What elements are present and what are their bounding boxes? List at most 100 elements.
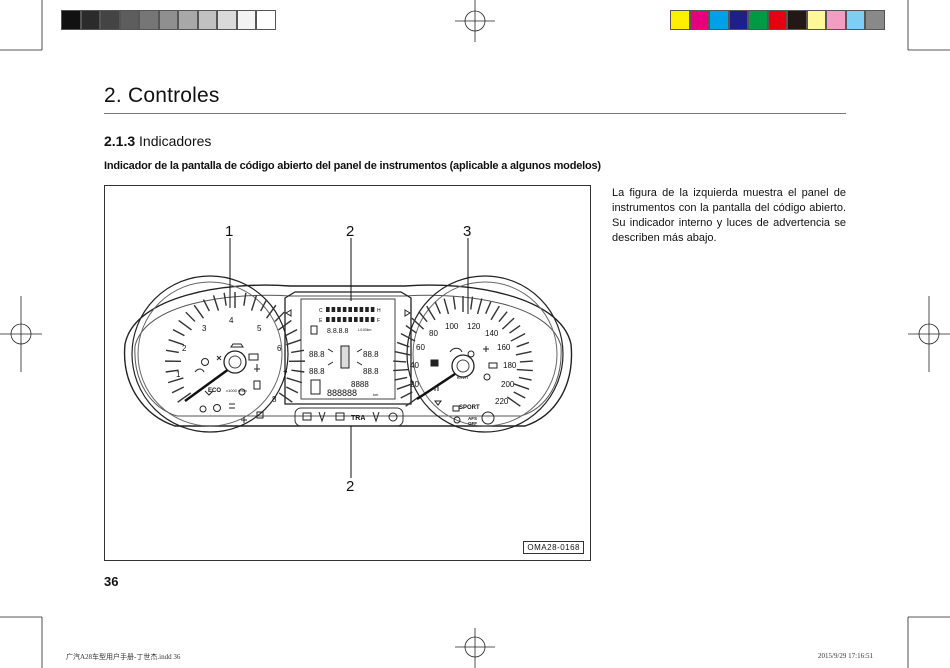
calibration-swatch bbox=[748, 10, 768, 30]
afs-off-label: OFF bbox=[468, 421, 477, 426]
gauge-tick bbox=[223, 292, 227, 306]
lcd-bar-segment bbox=[359, 307, 364, 312]
calibration-swatch bbox=[197, 10, 217, 30]
footer-timestamp: 2015/9/29 17:16:51 bbox=[818, 652, 874, 660]
subsection-heading: 2.1.3 Indicadores bbox=[104, 133, 211, 149]
speedo-tick-label: 60 bbox=[416, 343, 425, 352]
gauge-tick bbox=[506, 396, 521, 407]
turn-right-icon bbox=[404, 309, 411, 317]
tach-tick-label: 3 bbox=[202, 324, 207, 333]
lcd-bar-segment bbox=[342, 317, 347, 322]
odometer-unit: km bbox=[373, 392, 379, 397]
trip-readout: 8888 bbox=[351, 380, 369, 389]
lcd-bar-segment bbox=[354, 317, 358, 322]
calibration-swatch bbox=[119, 10, 139, 30]
speedometer-scale: 20 40 60 80 100 120 140 160 180 200 220 … bbox=[410, 322, 517, 426]
gauge-tick bbox=[490, 305, 500, 321]
calibration-swatch bbox=[826, 10, 846, 30]
tachometer-needle bbox=[184, 350, 247, 403]
gauge-tick bbox=[405, 324, 417, 334]
tach-tick-label: 2 bbox=[182, 344, 187, 353]
tach-warning-icons bbox=[194, 343, 264, 423]
gauge-tick bbox=[426, 305, 436, 321]
gauge-tick bbox=[485, 301, 492, 314]
calibration-swatch bbox=[61, 10, 81, 30]
gauge-tick bbox=[394, 376, 408, 381]
gauge-tick bbox=[393, 368, 410, 372]
callout-2-bottom: 2 bbox=[346, 478, 354, 495]
gauge-tick bbox=[434, 301, 441, 314]
speedo-tick-label: 220 bbox=[495, 397, 509, 406]
right-lower-segment-readout: 88.8 bbox=[363, 367, 379, 376]
gauge-tick bbox=[291, 369, 305, 373]
calibration-swatch bbox=[670, 10, 690, 30]
calibration-swatch bbox=[787, 10, 807, 30]
abs-icon bbox=[194, 368, 205, 373]
indicator-strip: TRA bbox=[302, 411, 398, 423]
left-lower-segment-readout: 88.8 bbox=[309, 367, 325, 376]
door-status-icon bbox=[327, 348, 363, 366]
low-tire-icon bbox=[238, 388, 246, 396]
speedo-tick-label: 40 bbox=[410, 361, 419, 370]
steering-icon bbox=[449, 347, 463, 353]
hill-descent-icon bbox=[434, 400, 442, 406]
gauge-tick bbox=[167, 377, 184, 384]
gauge-tick bbox=[202, 299, 210, 312]
figure-heading: Indicador de la pantalla de código abier… bbox=[104, 160, 601, 172]
speedo-tick-label: 160 bbox=[497, 343, 511, 352]
gauge-tick bbox=[443, 298, 450, 315]
gauge-tick bbox=[193, 304, 205, 319]
gauge-tick bbox=[516, 341, 530, 348]
lcd-bar-segment bbox=[370, 317, 375, 322]
eco-label: ECO bbox=[208, 388, 221, 394]
left-segment-readout: 88.8 bbox=[309, 350, 325, 359]
airbag-icon bbox=[199, 405, 207, 413]
instrument-cluster-figure: 1 2 3 4 5 6 7 8 ECO x1000 r/min 20 40 6 bbox=[104, 185, 591, 561]
tachometer-scale: 1 2 3 4 5 6 7 8 ECO x1000 r/min bbox=[176, 316, 288, 404]
speedo-warning-icons bbox=[430, 346, 498, 425]
speedo-tick-label: 200 bbox=[501, 380, 515, 389]
speedometer-needle bbox=[416, 354, 475, 401]
calibration-swatch bbox=[158, 10, 178, 30]
temp-high-label: H bbox=[377, 308, 381, 314]
calibration-swatch bbox=[139, 10, 159, 30]
gauge-tick bbox=[250, 295, 258, 311]
afs-icon bbox=[453, 416, 461, 424]
gauge-tick bbox=[519, 360, 533, 363]
tach-tick-label: 4 bbox=[229, 316, 234, 325]
gauge-tick bbox=[396, 383, 413, 390]
door-open-icon bbox=[483, 346, 489, 352]
oil-pressure-icon bbox=[230, 343, 244, 348]
calibration-swatch bbox=[806, 10, 826, 30]
gauge-tick bbox=[452, 296, 456, 310]
gauge-tick bbox=[165, 369, 179, 373]
gauge-tick bbox=[513, 383, 530, 390]
gauge-tick bbox=[476, 298, 483, 315]
fuel-pump-icon bbox=[310, 325, 318, 335]
esp-icon bbox=[430, 359, 439, 367]
gauge-tick bbox=[285, 329, 298, 337]
gauge-tick bbox=[501, 317, 515, 330]
esp-off-icon bbox=[434, 386, 439, 391]
range-readout: 8.8.8.8 bbox=[327, 328, 349, 335]
sport-label: SPORT bbox=[459, 405, 480, 411]
consumption-unit: L/100km bbox=[358, 328, 372, 332]
footer-filename: 广汽A28车型用户手册-丁世杰.indd 36 bbox=[66, 653, 181, 661]
battery-icon bbox=[248, 353, 259, 361]
gear-indicator bbox=[310, 379, 321, 395]
calibration-swatch bbox=[709, 10, 729, 30]
auto-hold-icon bbox=[481, 411, 495, 425]
gauge-tick bbox=[265, 304, 277, 319]
gauge-tick bbox=[516, 368, 533, 372]
speed-unit-label: km/h bbox=[457, 375, 468, 381]
instrument-cluster-illustration: 1 2 3 4 5 6 7 8 ECO x1000 r/min 20 40 6 bbox=[123, 223, 573, 495]
calibration-swatch bbox=[767, 10, 787, 30]
gauge-tick bbox=[212, 295, 220, 311]
speedo-tick-label: 180 bbox=[503, 361, 517, 370]
lcd-bar-segment bbox=[337, 307, 341, 312]
gauge-tick bbox=[515, 350, 532, 356]
seatbelt-icon bbox=[216, 355, 222, 361]
lcd-bar-segment bbox=[331, 317, 336, 322]
sport-icon bbox=[452, 405, 460, 412]
